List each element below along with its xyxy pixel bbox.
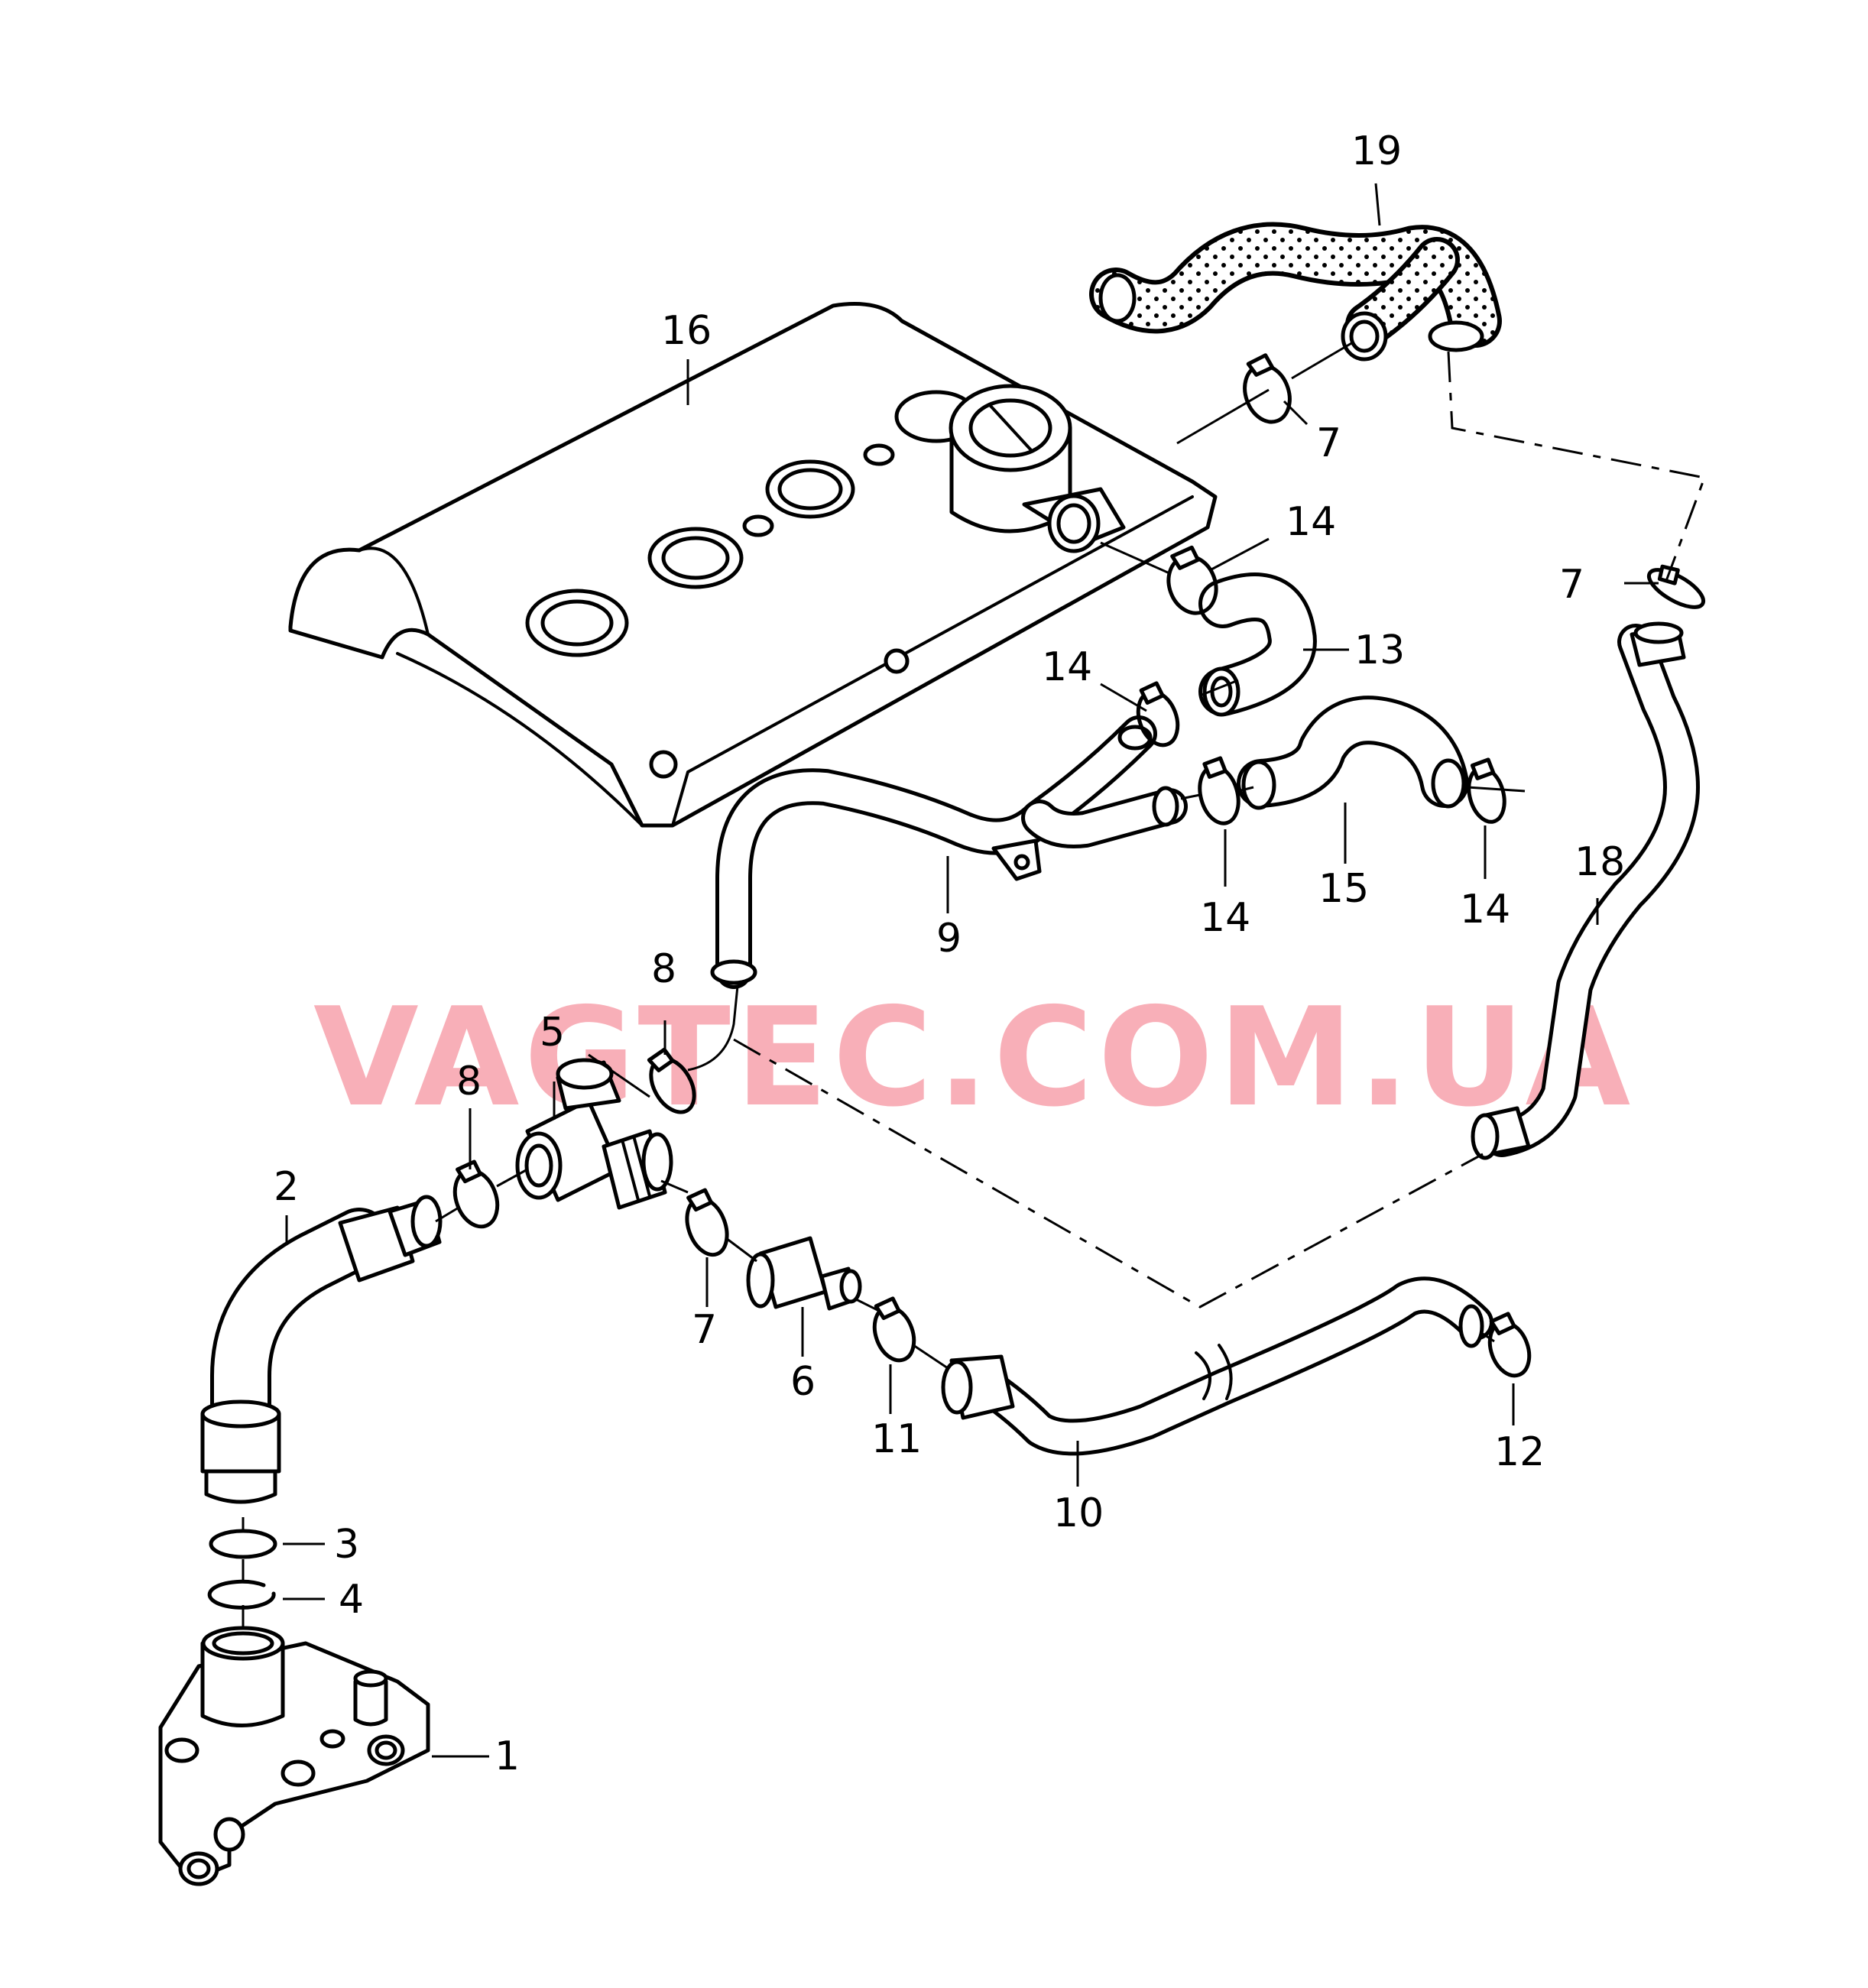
- callout-16: 16: [661, 308, 712, 354]
- callout-14-c: 14: [1200, 895, 1250, 941]
- callout-2: 2: [274, 1164, 299, 1210]
- part-4-circlip: [207, 1579, 276, 1610]
- callout-labels: 1 2 3 4 5 6 7 7 7 8 8 9 10 11 12 13 14 1…: [274, 128, 1625, 1779]
- callout-1: 1: [495, 1733, 520, 1779]
- part-15-hose: [1237, 696, 1469, 810]
- part-19-breather-hose: [1089, 222, 1502, 362]
- hose-clamps: [452, 353, 1706, 1378]
- callout-9: 9: [936, 916, 962, 962]
- part-3-o-ring: [209, 1529, 277, 1559]
- part-9-breather-pipe: [710, 715, 1188, 989]
- part-10-hose: [941, 1276, 1493, 1456]
- watermark-text: VAGTEC.COM.UA: [313, 978, 1635, 1137]
- callout-4: 4: [339, 1577, 364, 1623]
- assembly-lines: [242, 341, 1707, 1628]
- part-2-hose: [200, 1195, 443, 1504]
- callout-7-right: 7: [1559, 562, 1584, 608]
- callout-10: 10: [1053, 1490, 1104, 1536]
- callout-15: 15: [1318, 866, 1369, 912]
- part-5-t-connector: [515, 1058, 673, 1210]
- part-1-oil-separator-housing: [158, 1626, 430, 1886]
- callout-3: 3: [334, 1522, 359, 1568]
- callout-8-upper: 8: [651, 946, 676, 992]
- callout-14-a: 14: [1286, 499, 1336, 545]
- part-18-hose: [1471, 621, 1700, 1160]
- callout-19: 19: [1351, 128, 1402, 174]
- callout-18: 18: [1575, 839, 1625, 885]
- callout-14-d: 14: [1460, 887, 1510, 932]
- callout-8-lower: 8: [456, 1059, 482, 1104]
- callout-5: 5: [540, 1010, 565, 1056]
- part-16-valve-cover: [288, 302, 1218, 828]
- callout-6: 6: [790, 1359, 816, 1405]
- callout-13: 13: [1354, 628, 1405, 673]
- callout-12: 12: [1494, 1429, 1545, 1475]
- callout-11: 11: [871, 1416, 922, 1462]
- leader-lines: [283, 183, 1659, 1758]
- part-6-check-valve: [746, 1236, 862, 1311]
- callout-14-b: 14: [1042, 644, 1092, 690]
- part-13-elbow-hose: [1198, 572, 1317, 717]
- callout-7-bottom: 7: [692, 1307, 717, 1353]
- callout-7-top: 7: [1316, 420, 1341, 466]
